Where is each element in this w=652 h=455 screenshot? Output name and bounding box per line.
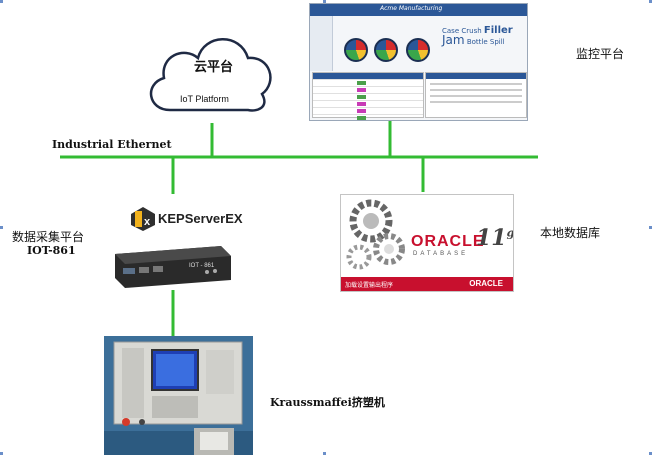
extruder-machine-image bbox=[104, 336, 253, 455]
collector-model-label: IOT-861 bbox=[27, 244, 76, 257]
word-case: Case bbox=[442, 27, 460, 35]
oracle-product: DATABASE bbox=[413, 251, 469, 257]
oracle-status-text: 加载设置输出程序 bbox=[345, 282, 394, 289]
word-crush: Crush bbox=[461, 27, 482, 35]
word-bottle-spill: Bottle Spill bbox=[466, 38, 505, 46]
kepserverex-text: KEPServerEX bbox=[158, 211, 243, 226]
word-filler: Filler bbox=[483, 25, 513, 36]
gauge-icon bbox=[406, 38, 430, 62]
device-model-text: IOT - 861 bbox=[189, 263, 215, 269]
word-jam: Jam bbox=[442, 33, 465, 47]
extruder-photo bbox=[104, 336, 253, 455]
gauge-icon bbox=[344, 38, 368, 62]
oracle-version: 11g bbox=[476, 225, 514, 251]
oracle-status-bar: 加载设置输出程序 ORACLE bbox=[341, 277, 513, 291]
monitor-screenshot: Acme Manufacturing Case Crush Filler Jam… bbox=[309, 3, 528, 121]
gauge-icon bbox=[374, 38, 398, 62]
cloud-platform: 云平台 IoT Platform bbox=[140, 22, 280, 122]
collector-label: 数据采集平台 bbox=[12, 230, 85, 244]
cloud-title: 云平台 bbox=[194, 60, 234, 75]
monitor-title-bar: Acme Manufacturing bbox=[310, 4, 527, 16]
monitor-sidebar bbox=[310, 16, 333, 71]
kepserverex-icon: x bbox=[131, 207, 155, 231]
monitor-screen-title: Acme Manufacturing bbox=[380, 5, 443, 12]
gears-icon bbox=[346, 199, 405, 270]
cloud-subtitle: IoT Platform bbox=[180, 94, 229, 104]
cloud-icon bbox=[149, 38, 272, 112]
word-cloud: Case Crush Filler Jam Bottle Spill bbox=[442, 26, 527, 47]
database-label: 本地数据库 bbox=[540, 226, 601, 240]
kepserverex-logo: x KEPServerEX bbox=[130, 204, 245, 234]
gateway-device-icon: IOT - 861 bbox=[115, 246, 231, 288]
machine-label: Kraussmaffei挤塑机 bbox=[270, 396, 385, 409]
monitor-table bbox=[312, 72, 424, 120]
network-label: Industrial Ethernet bbox=[52, 138, 172, 151]
monitor-label: 监控平台 bbox=[576, 47, 625, 61]
oracle-bar-brand: ORACLE bbox=[469, 279, 503, 288]
oracle-brand: ORACLE bbox=[411, 233, 485, 250]
svg-text:x: x bbox=[144, 216, 151, 228]
oracle-splash: ORACLE DATABASE 11g 加载设置输出程序 ORACLE bbox=[340, 194, 514, 292]
monitor-log-panel bbox=[425, 72, 527, 118]
